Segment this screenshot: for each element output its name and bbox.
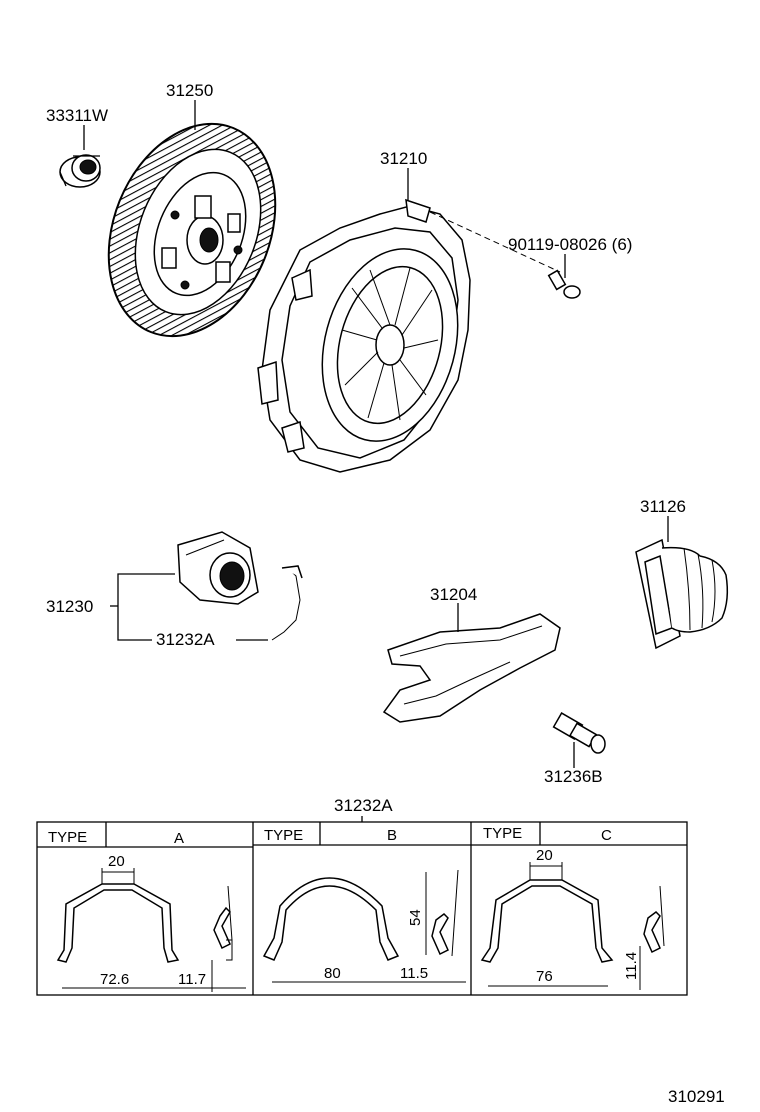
header-type-b: TYPE xyxy=(264,827,303,844)
label-31204: 31204 xyxy=(430,585,477,604)
pilot-bearing-drawing xyxy=(59,154,101,188)
label-31250: 31250 xyxy=(166,81,213,100)
release-fork-drawing xyxy=(382,613,561,723)
release-bearing-drawing xyxy=(177,531,259,605)
label-31232a: 31232A xyxy=(156,630,215,649)
dim-a-bottom-value: 72.6 xyxy=(100,971,129,988)
clip-wire xyxy=(271,567,301,641)
clip-type-b-drawing xyxy=(262,869,459,961)
label-31126: 31126 xyxy=(640,497,686,516)
label-31210: 31210 xyxy=(380,149,427,168)
dim-c-bottom-value: 76 xyxy=(536,968,553,985)
dim-c-side-value: 11.4 xyxy=(623,952,640,980)
bolt-drawing xyxy=(547,269,581,299)
dim-c-top-value: 20 xyxy=(536,847,553,864)
figure-number: 310291 xyxy=(668,1087,725,1106)
clip-type-c-drawing xyxy=(480,879,665,963)
label-33311w: 33311W xyxy=(46,106,108,125)
clutch-disc-drawing xyxy=(107,122,277,338)
header-type-c: TYPE xyxy=(483,825,522,842)
header-type-a: TYPE xyxy=(48,829,87,846)
dim-b-height-value: 54 xyxy=(407,909,424,926)
clip-end xyxy=(281,565,303,579)
header-value-b: B xyxy=(387,827,397,844)
boot-drawing xyxy=(635,538,729,650)
label-31230: 31230 xyxy=(46,597,93,616)
dim-b-bottom-value: 80 xyxy=(324,965,341,982)
dim-a-top-value: 20 xyxy=(108,853,125,870)
fork-support-drawing xyxy=(552,712,606,754)
clip-type-table xyxy=(36,821,688,996)
dim-b-side-value: 11.5 xyxy=(400,965,428,982)
table-title: 31232A xyxy=(334,796,393,815)
label-31236b: 31236B xyxy=(544,767,603,786)
clip-type-a-drawing xyxy=(56,883,233,963)
header-value-a: A xyxy=(174,830,184,847)
header-value-c: C xyxy=(601,827,612,844)
clutch-cover-drawing xyxy=(257,198,471,473)
label-bolt: 90119-08026 (6) xyxy=(508,235,632,254)
bracket-31230 xyxy=(117,573,175,641)
bolt-dashed-leader xyxy=(429,211,561,273)
dim-a-side-value: 11.7 xyxy=(178,971,206,988)
